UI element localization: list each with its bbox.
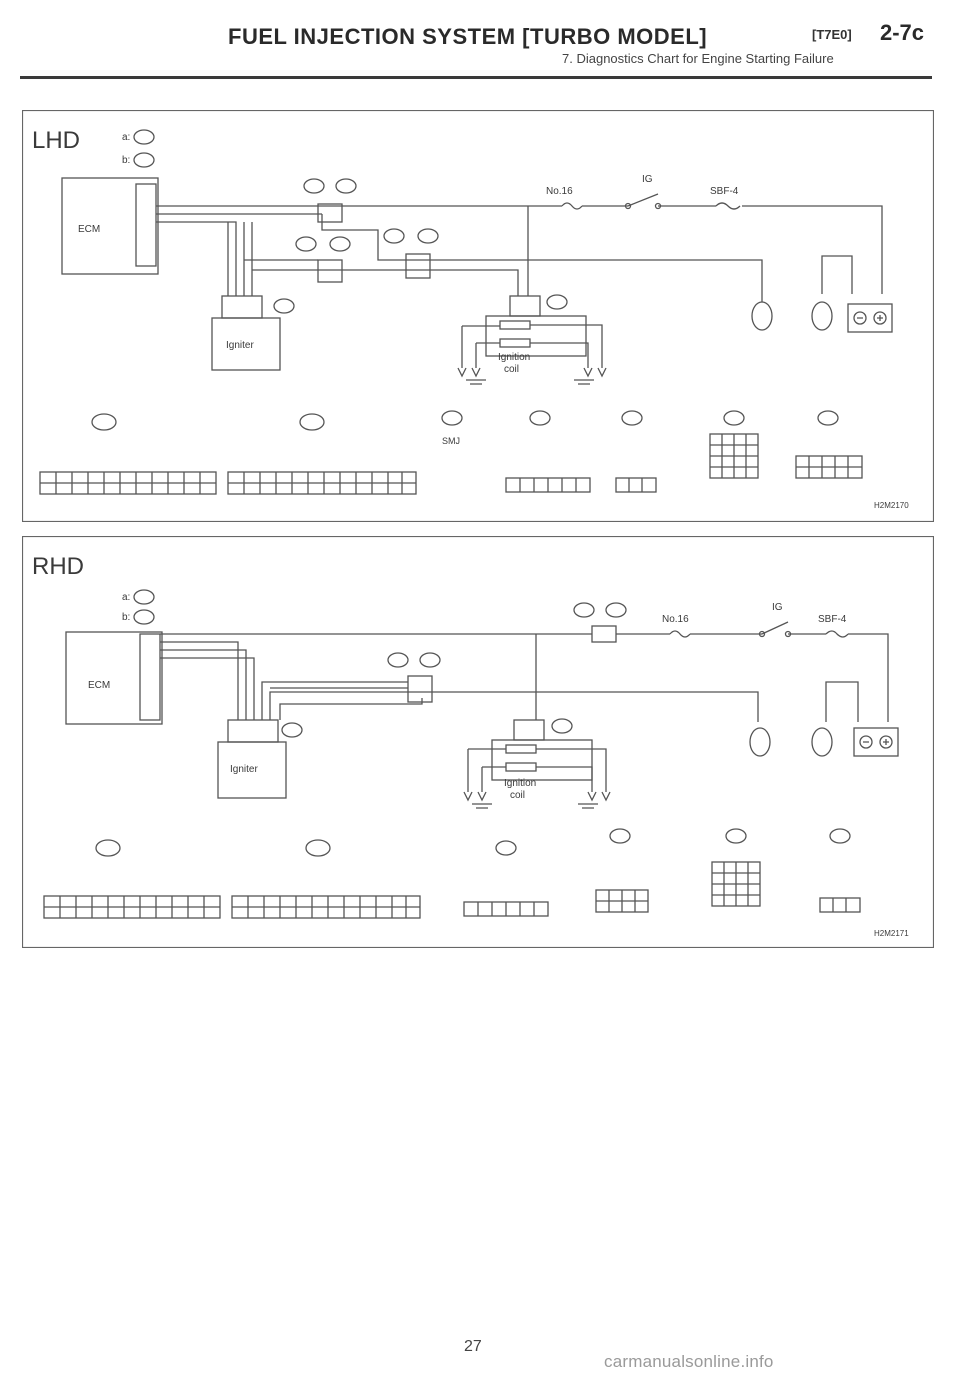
lhd-connector-b3 <box>405 253 431 279</box>
page-reference: 2-7c <box>880 20 925 45</box>
rhd-legend-a-connector <box>133 589 155 605</box>
lhd-battery <box>847 303 893 333</box>
rhd-legend-a: a: <box>122 592 130 603</box>
rhd-ecm-terminal <box>139 633 161 721</box>
rhd-connector-face-3 <box>463 901 549 917</box>
rhd-fuse-symbol <box>669 630 691 638</box>
lhd-sbf-symbol <box>715 202 741 210</box>
page-number: 27 <box>464 1338 482 1355</box>
lhd-connector-face-1 <box>39 471 217 495</box>
lhd-igniter-label: Igniter <box>226 340 254 351</box>
lhd-ig-label: IG <box>642 174 653 185</box>
rhd-igniter-connector <box>227 719 279 743</box>
lhd-connector-face-3 <box>505 477 591 493</box>
lhd-connector-face-5 <box>709 433 759 479</box>
lhd-ecm-box <box>61 177 159 275</box>
rhd-legend-b: b: <box>122 612 130 623</box>
rhd-figure-id: H2M2171 <box>874 929 909 938</box>
rhd-connector-face-2 <box>231 895 421 919</box>
lhd-fuse-label: No.16 <box>546 186 573 197</box>
rhd-connector-face-6 <box>819 897 861 913</box>
lhd-connector-b1 <box>317 203 343 223</box>
lhd-connector-face-4 <box>615 477 657 493</box>
lhd-legend-b: b: <box>122 155 130 166</box>
lhd-legend-a-connector <box>133 129 155 145</box>
section-code: [T7E0] <box>812 27 852 42</box>
lhd-label: LHD <box>32 127 80 154</box>
rhd-coil-label-1: Ignition <box>504 778 536 789</box>
lhd-ecm-terminal <box>135 183 157 267</box>
rhd-wiring-diagram: RHD a: b: ECM No.16 IG SBF-4 Igniter Ign… <box>22 536 934 948</box>
rhd-legend-b-connector <box>133 609 155 625</box>
header-rule <box>20 76 932 79</box>
page-title: FUEL INJECTION SYSTEM [TURBO MODEL] <box>228 24 708 49</box>
rhd-coil-label-2: coil <box>510 790 525 801</box>
lhd-legend-a: a: <box>122 132 130 143</box>
page-subtitle: 7. Diagnostics Chart for Engine Starting… <box>562 51 834 66</box>
rhd-ground-point-2 <box>811 727 833 757</box>
lhd-coil-connector <box>509 295 541 317</box>
lhd-frame <box>22 110 934 522</box>
lhd-connector-b2 <box>317 259 343 283</box>
rhd-ignition-coil <box>491 739 593 781</box>
lhd-coil-label-2: coil <box>504 364 519 375</box>
lhd-igniter-connector <box>221 295 263 319</box>
lhd-ignition-coil <box>485 315 587 357</box>
rhd-ground-point-1 <box>749 727 771 757</box>
rhd-connector-face-5 <box>711 861 761 907</box>
rhd-sbf-label: SBF-4 <box>818 614 847 625</box>
rhd-ecm-label: ECM <box>88 680 110 691</box>
lhd-fuse-symbol <box>561 202 583 210</box>
watermark: carmanualsonline.info <box>604 1352 774 1371</box>
rhd-connector-face-1 <box>43 895 221 919</box>
lhd-coil-label-1: Ignition <box>498 352 530 363</box>
lhd-legend-b-connector <box>133 152 155 168</box>
rhd-ig-label: IG <box>772 602 783 613</box>
rhd-battery <box>853 727 899 757</box>
lhd-wiring-diagram: LHD a: b: ECM No.16 IG SBF-4 Igniter Ign… <box>22 110 934 522</box>
lhd-figure-id: H2M2170 <box>874 501 909 510</box>
rhd-frame <box>22 536 934 948</box>
rhd-connector-face-4 <box>595 889 649 913</box>
rhd-igniter-label: Igniter <box>230 764 258 775</box>
lhd-connector-face-2 <box>227 471 417 495</box>
lhd-connector-face-6 <box>795 455 863 479</box>
rhd-connector-b2 <box>407 675 433 703</box>
lhd-ignition-switch <box>627 193 659 207</box>
rhd-sbf-symbol <box>825 630 849 638</box>
lhd-ground-point-2 <box>811 301 833 331</box>
rhd-label: RHD <box>32 553 84 580</box>
lhd-smj-label: SMJ <box>442 436 460 446</box>
rhd-ignition-switch <box>761 621 789 635</box>
rhd-ecm-box <box>65 631 163 725</box>
lhd-ground-point-1 <box>751 301 773 331</box>
rhd-fuse-label: No.16 <box>662 614 689 625</box>
lhd-ecm-label: ECM <box>78 224 100 235</box>
rhd-coil-connector <box>513 719 545 741</box>
rhd-connector-b1 <box>591 625 617 643</box>
lhd-sbf-label: SBF-4 <box>710 186 739 197</box>
